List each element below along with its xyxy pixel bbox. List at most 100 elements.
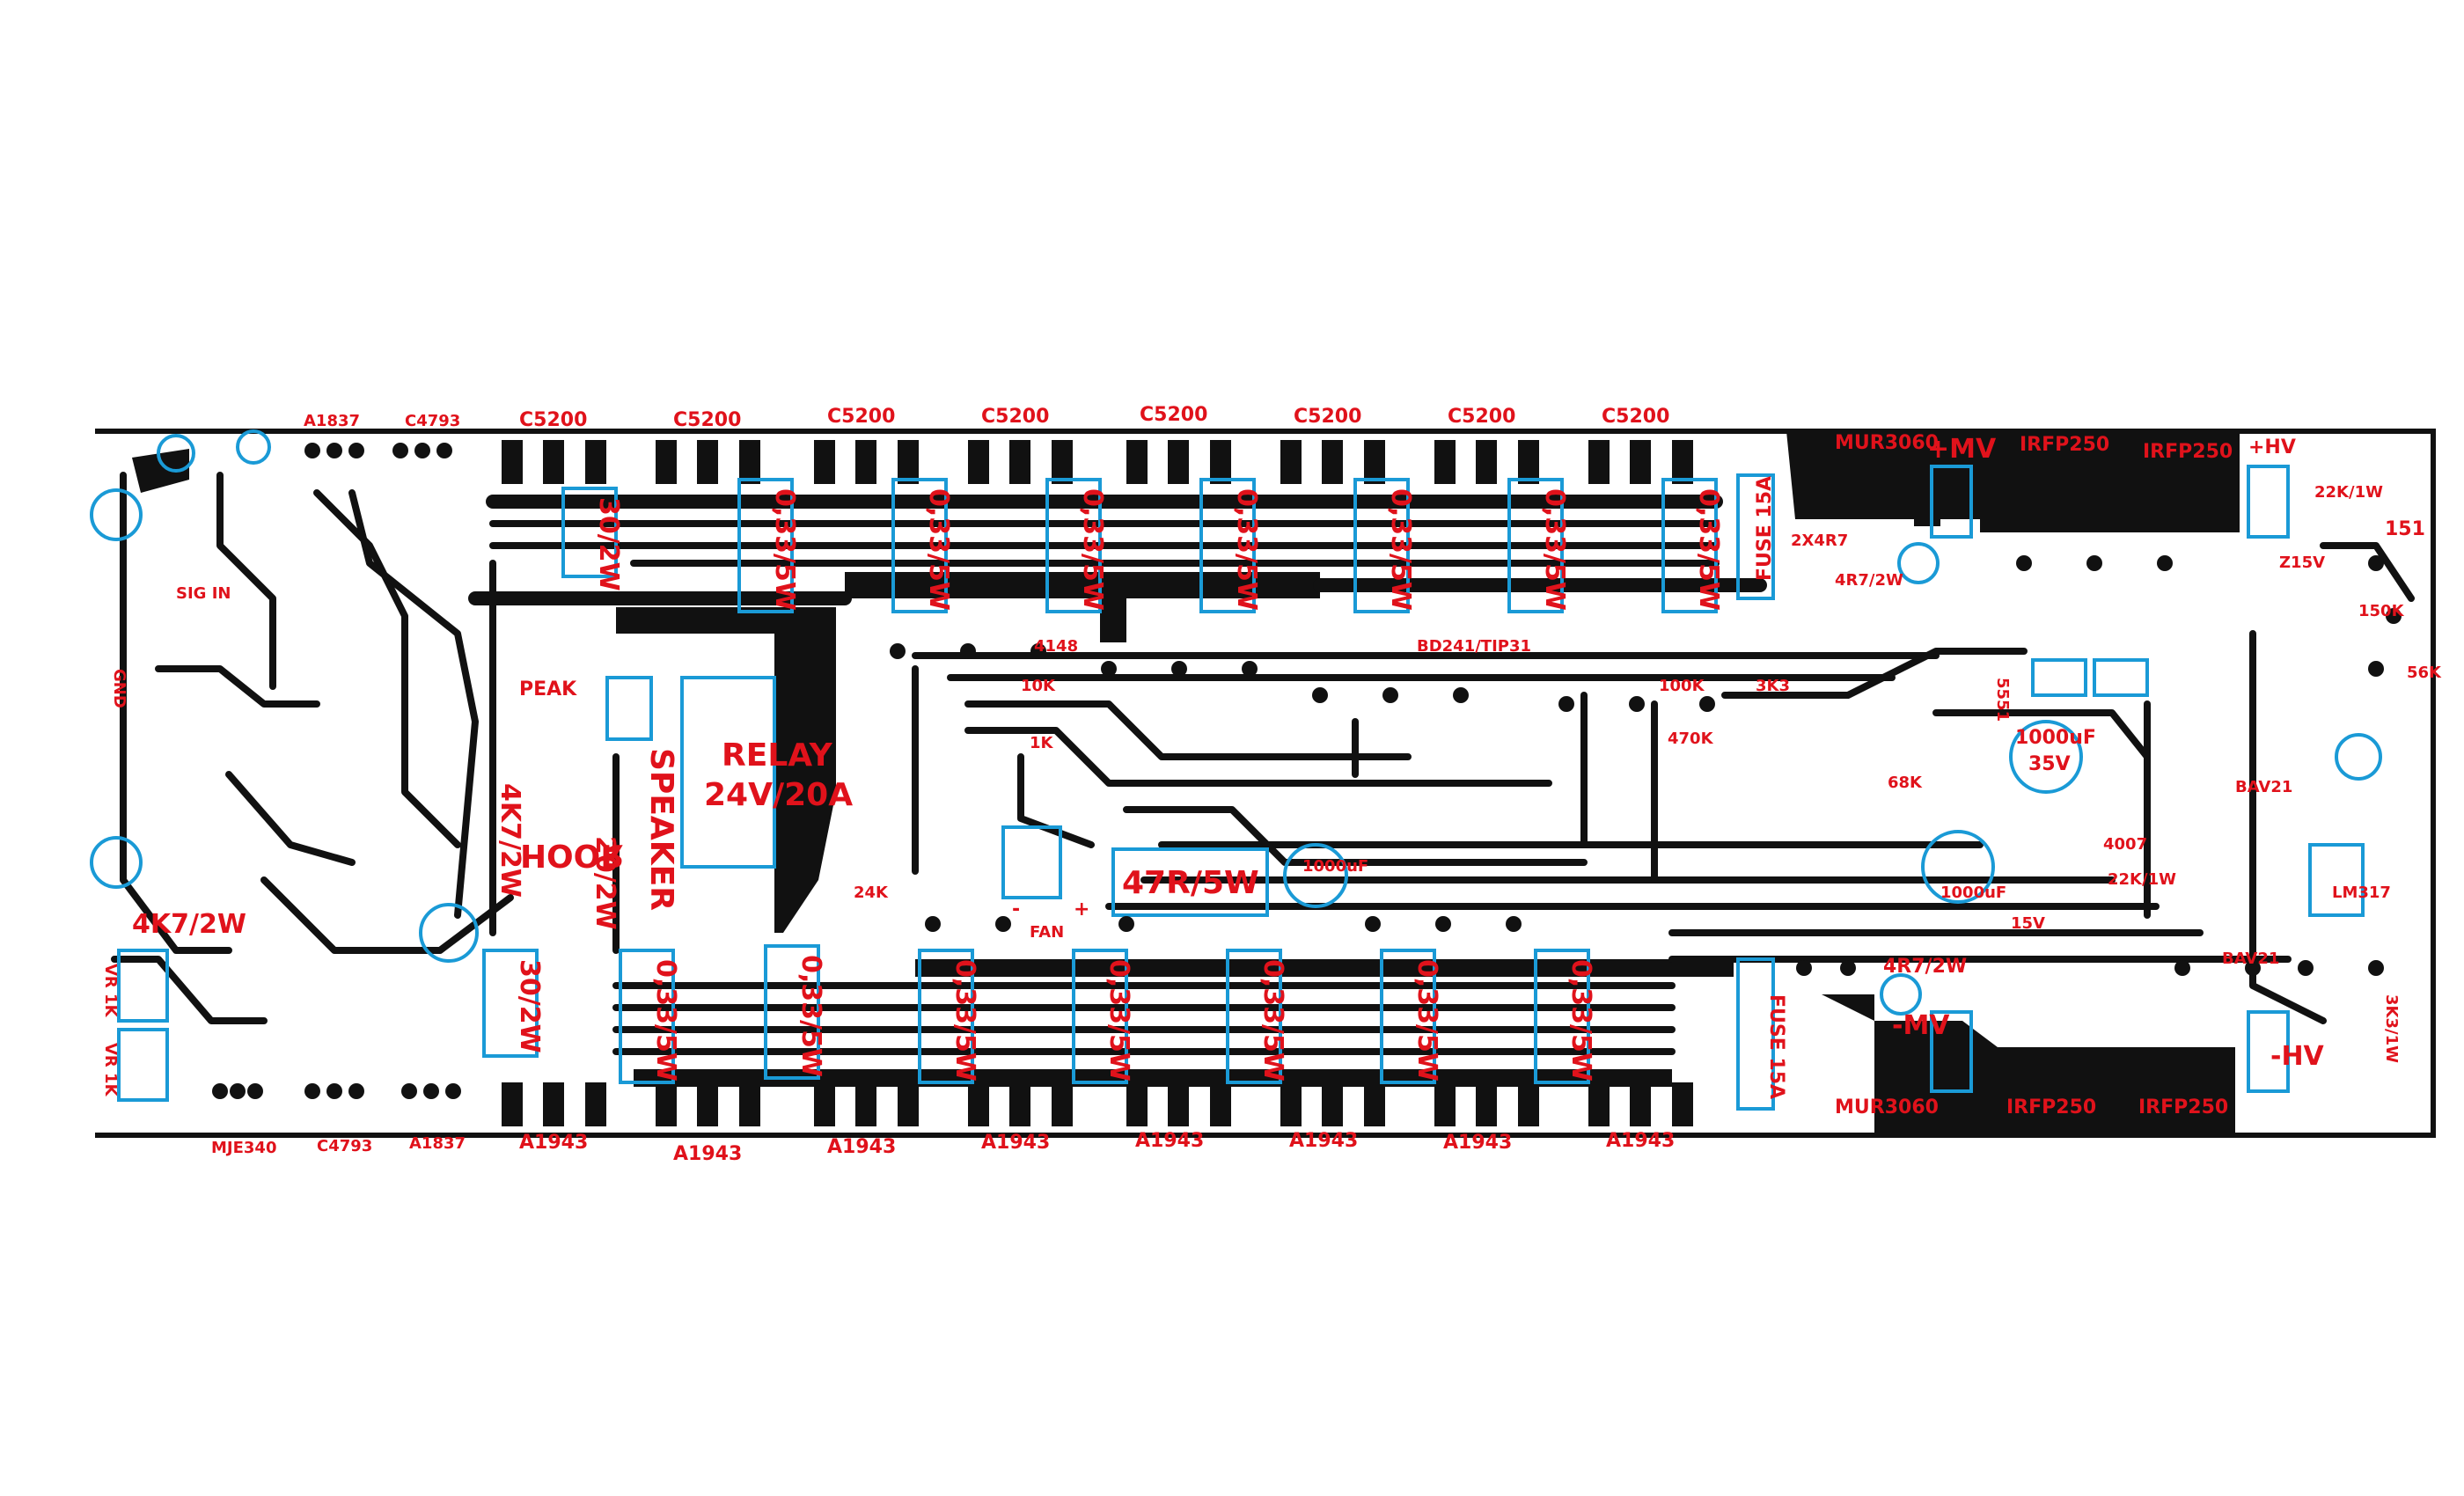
driver-traces xyxy=(111,472,620,1024)
label-c5200-5: C5200 xyxy=(1140,404,1207,426)
label-sig-in: SIG IN xyxy=(176,584,231,603)
label-fuse-bot: FUSE 15A xyxy=(1765,994,1787,1099)
label-2x4r7: 2X4R7 xyxy=(1791,532,1848,550)
label-c5200-4: C5200 xyxy=(981,406,1049,428)
label-68k: 68K xyxy=(1888,774,1923,792)
label-fuse-top: FUSE 15A xyxy=(1754,476,1776,581)
label-minus-fan: - xyxy=(1012,898,1020,920)
label-r033-top-6: 0,33/5W xyxy=(1539,488,1570,611)
label-470k: 470K xyxy=(1668,730,1714,748)
label-22k1w-top: 22K/1W xyxy=(2314,483,2383,502)
label-a1943-1: A1943 xyxy=(519,1132,588,1154)
bottom-transistor-footprints xyxy=(502,1082,1693,1126)
silkscreen-labels: A1837 C4793 C5200 C5200 C5200 C5200 C520… xyxy=(101,404,2442,1165)
label-a1943-5: A1943 xyxy=(1135,1130,1204,1152)
label-30-2w-top: 30/2W xyxy=(593,497,624,591)
label-r033-bot-2: 0,33/5W xyxy=(796,955,826,1077)
label-1000uf-c: 1000uF xyxy=(1302,857,1368,876)
label-irfp250-bot-2: IRFP250 xyxy=(2138,1096,2228,1118)
label-30-2w-bot: 30/2W xyxy=(514,959,545,1053)
label-gnd: GND xyxy=(110,669,128,708)
label-a1943-2: A1943 xyxy=(673,1143,742,1165)
label-r033-top-4: 0,33/5W xyxy=(1231,488,1262,611)
bottom-rail-traces xyxy=(612,841,2292,1055)
label-bav21-b: BAV21 xyxy=(2222,950,2279,968)
label-150k: 150K xyxy=(2358,602,2405,620)
label-r033-top-3: 0,33/5W xyxy=(1077,488,1108,611)
label-10k: 10K xyxy=(1021,677,1056,695)
label-c5200-3: C5200 xyxy=(827,406,895,428)
label-fan: FAN xyxy=(1030,923,1064,942)
label-bav21: BAV21 xyxy=(2235,778,2292,796)
label-lm317: LM317 xyxy=(2332,884,2391,902)
label-3k3-1w: 3K3/1W xyxy=(2382,994,2401,1063)
label-r033-top-1: 0,33/5W xyxy=(769,488,800,611)
label-relay-1: RELAY xyxy=(722,737,833,774)
label-mur3060-top: MUR3060 xyxy=(1835,432,1939,454)
label-mur3060-bot: MUR3060 xyxy=(1835,1096,1939,1118)
label-vr1k-a: VR 1K xyxy=(101,964,120,1018)
label-22k1w-mid: 22K/1W xyxy=(2108,870,2176,889)
label-mje340: MJE340 xyxy=(211,1139,276,1157)
label-irfp250-top-1: IRFP250 xyxy=(2020,434,2109,456)
label-pos-hv: +HV xyxy=(2248,436,2296,458)
label-1000uf: 1000uF xyxy=(2015,727,2096,749)
label-plus-fan: + xyxy=(1074,898,1089,920)
label-neg-hv: -HV xyxy=(2270,1041,2325,1072)
logic-traces xyxy=(912,542,2415,1024)
label-r033-bot-7: 0,33/5W xyxy=(1566,959,1596,1082)
label-peak: PEAK xyxy=(519,678,577,700)
label-r033-top-5: 0,33/5W xyxy=(1385,488,1416,611)
label-c5200-6: C5200 xyxy=(1294,406,1361,428)
label-a1837-bot: A1837 xyxy=(409,1134,466,1153)
label-pos-mv: +MV xyxy=(1927,434,1997,465)
label-56k: 56K xyxy=(2407,664,2442,682)
label-z15v: Z15V xyxy=(2279,554,2325,572)
label-1k: 1K xyxy=(1030,734,1054,752)
top-rail-traces xyxy=(468,495,1940,681)
label-r033-top-2: 0,33/5W xyxy=(923,488,954,611)
label-35v: 35V xyxy=(2028,753,2071,775)
label-r033-bot-4: 0,33/5W xyxy=(1104,959,1134,1082)
label-r033-bot-3: 0,33/5W xyxy=(950,959,980,1082)
label-c5200-1: C5200 xyxy=(519,409,587,431)
label-irfp250-bot-1: IRFP250 xyxy=(2006,1096,2096,1118)
label-r033-bot-1: 0,33/5W xyxy=(650,959,681,1082)
label-4r7-2w-top: 4R7/2W xyxy=(1835,571,1903,590)
label-4007: 4007 xyxy=(2103,835,2147,854)
label-neg-mv: -MV xyxy=(1892,1010,1950,1041)
label-speaker: SPEAKER xyxy=(643,748,679,911)
copper-pours xyxy=(132,431,2240,1135)
label-47r5w: 47R/5W xyxy=(1122,865,1259,901)
label-c4793-bot: C4793 xyxy=(317,1137,372,1155)
label-4k7-2w-b: 4K7/2W xyxy=(132,909,246,940)
label-3k3: 3K3 xyxy=(1756,677,1790,695)
label-rf-tail: ЯOOH xyxy=(520,837,625,873)
label-a1837-top: A1837 xyxy=(304,412,360,430)
label-irfp250-top-2: IRFP250 xyxy=(2143,441,2233,463)
label-4148: 4148 xyxy=(1034,637,1078,656)
label-bd241: BD241/TIP31 xyxy=(1417,637,1531,656)
label-15v: 15V xyxy=(2011,914,2045,933)
through-hole-pads xyxy=(212,443,2402,1099)
label-vr1k-b: VR 1K xyxy=(101,1043,120,1097)
label-20-2w: 20/2W xyxy=(590,836,620,930)
label-a1943-3: A1943 xyxy=(827,1136,896,1158)
label-4r7-2w-bot: 4R7/2W xyxy=(1883,956,1967,978)
label-1000uf-b: 1000uF xyxy=(1940,884,2006,902)
label-c4793-top: C4793 xyxy=(405,412,460,430)
component-outlines xyxy=(90,429,2382,1111)
label-r033-top-7: 0,33/5W xyxy=(1693,488,1724,611)
label-151: 151 xyxy=(2385,518,2425,540)
label-c5200-2: C5200 xyxy=(673,409,741,431)
label-a1943-6: A1943 xyxy=(1289,1130,1358,1152)
label-4k7-2w-a: 4K7/2W xyxy=(495,783,525,898)
top-emitter-resistors xyxy=(561,478,1718,613)
label-c5200-7: C5200 xyxy=(1448,406,1515,428)
top-transistor-footprints xyxy=(502,440,1693,484)
label-a1943-8: A1943 xyxy=(1606,1130,1675,1152)
label-24k: 24K xyxy=(854,884,889,902)
label-relay-2: 24V/20A xyxy=(704,777,853,813)
label-a1943-4: A1943 xyxy=(981,1132,1050,1154)
